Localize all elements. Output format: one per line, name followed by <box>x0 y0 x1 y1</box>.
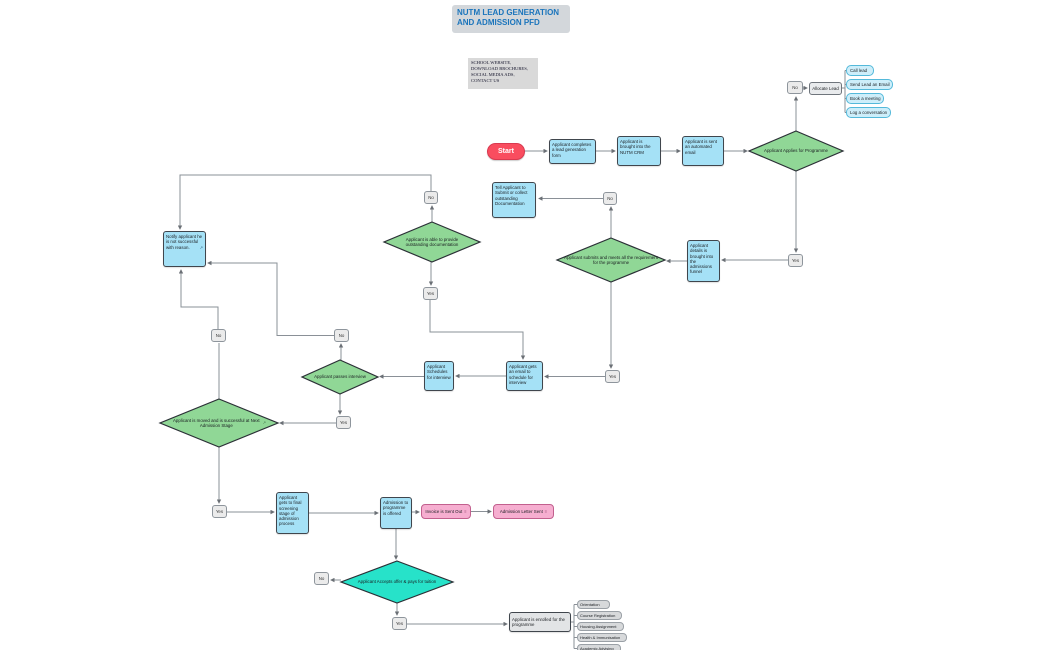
node-book-meeting[interactable]: Book a meeting <box>846 93 884 104</box>
node-academic-advising[interactable]: Academic Advising <box>577 644 621 650</box>
link-badge-icon: ↗ <box>262 419 266 425</box>
node-lead-form[interactable]: Applicant completes a lead generation fo… <box>549 139 596 164</box>
branch-no-moved[interactable]: No <box>211 329 226 342</box>
link-badge-icon: ↗ <box>199 245 203 251</box>
document-badge-icon: ≡ <box>464 509 467 514</box>
moved-label: Applicant is moved and is successful at … <box>173 417 260 428</box>
start-node[interactable]: Start <box>487 143 525 160</box>
branch-yes-accepts[interactable]: Yes <box>392 617 407 630</box>
document-badge-icon: ≡ <box>544 509 548 514</box>
decision-provide-docs-shape[interactable] <box>382 221 482 263</box>
decision-passes-interview-shape[interactable] <box>300 359 380 395</box>
branch-yes-provide-docs[interactable]: Yes <box>423 287 438 300</box>
decision-passes-interview-label: Applicant passes interview <box>314 374 366 380</box>
branch-yes-moved[interactable]: Yes <box>212 505 227 518</box>
node-enrolled[interactable]: Applicant is enrolled for the programme <box>509 612 571 632</box>
branch-no-submits[interactable]: No <box>603 192 617 205</box>
node-call-lead[interactable]: Call lead <box>846 65 874 76</box>
branch-no-provide-docs[interactable]: No <box>424 191 438 204</box>
node-orientation[interactable]: Orientation <box>577 600 610 609</box>
decision-provide-docs-label: Applicant is able to provide outstanding… <box>405 236 459 247</box>
diagram-title[interactable]: NUTM LEAD GENERATION AND ADMISSION PFD <box>452 5 570 33</box>
node-final-screening[interactable]: Applicant gets to final screening stage … <box>276 492 309 534</box>
node-tell-submit[interactable]: Tell Applicant to Submit or collect outs… <box>492 182 536 218</box>
branch-yes-passes[interactable]: Yes <box>336 416 351 429</box>
branch-no-accepts[interactable]: No <box>314 572 329 585</box>
node-send-lead-email[interactable]: Send Lead an Email <box>846 79 893 90</box>
branch-yes-applies[interactable]: Yes <box>788 254 803 267</box>
node-auto-email[interactable]: Applicant is sent an automated email <box>682 136 724 166</box>
branch-no-passes[interactable]: No <box>334 329 349 342</box>
decision-applies-shape[interactable] <box>747 130 845 172</box>
node-health-immunisation[interactable]: Health & Immunisation <box>577 633 627 642</box>
node-invoice-sent[interactable]: Invoice is Sent Out ≡ <box>421 504 471 519</box>
node-allocate-lead[interactable]: Allocate Lead <box>809 82 842 95</box>
decision-submits-label: Applicant submits and meets all the requ… <box>564 254 658 265</box>
letter-label: Admission Letter Sent <box>499 509 543 514</box>
decision-moved-label: Applicant is moved and is successful at … <box>172 411 266 435</box>
notify-label: Notify applicant he is not successful wi… <box>166 234 203 250</box>
branch-no-applies[interactable]: No <box>787 81 803 94</box>
node-funnel[interactable]: Applicant details is brought into the ad… <box>687 240 720 282</box>
node-housing-assignment[interactable]: Housing Assignment <box>577 622 624 631</box>
node-admission-letter[interactable]: Admission Letter Sent ≡ <box>493 504 554 519</box>
node-email-interview[interactable]: Applicant gets an email to schedule for … <box>506 361 543 391</box>
lead-sources-note[interactable]: SCHOOL WEBSITE, DOWNLOAD BROCHURES, SOCI… <box>468 58 538 89</box>
node-course-registration[interactable]: Course Registration <box>577 611 622 620</box>
node-notify-unsuccessful[interactable]: Notify applicant he is not successful wi… <box>163 231 206 267</box>
decision-submits-shape[interactable] <box>555 237 667 283</box>
node-crm[interactable]: Applicant is brought into the NUTM CRM <box>617 136 661 166</box>
connectors <box>177 70 846 649</box>
decision-applies-label: Applicant Applies for Programme <box>764 148 828 154</box>
node-log-conversation[interactable]: Log a conversation <box>846 107 891 118</box>
decision-moved-shape[interactable] <box>158 398 280 448</box>
node-admission-offered[interactable]: Admission to programme is offered <box>380 497 412 529</box>
decision-accepts-label: Applicant Accepts offer & pays for tuiti… <box>357 579 437 585</box>
invoice-label: Invoice is Sent Out <box>425 509 463 514</box>
decision-accepts-shape[interactable] <box>339 560 455 604</box>
branch-yes-submits[interactable]: Yes <box>605 370 620 383</box>
node-schedule-interview[interactable]: Applicant Schedules for interview <box>424 361 454 391</box>
